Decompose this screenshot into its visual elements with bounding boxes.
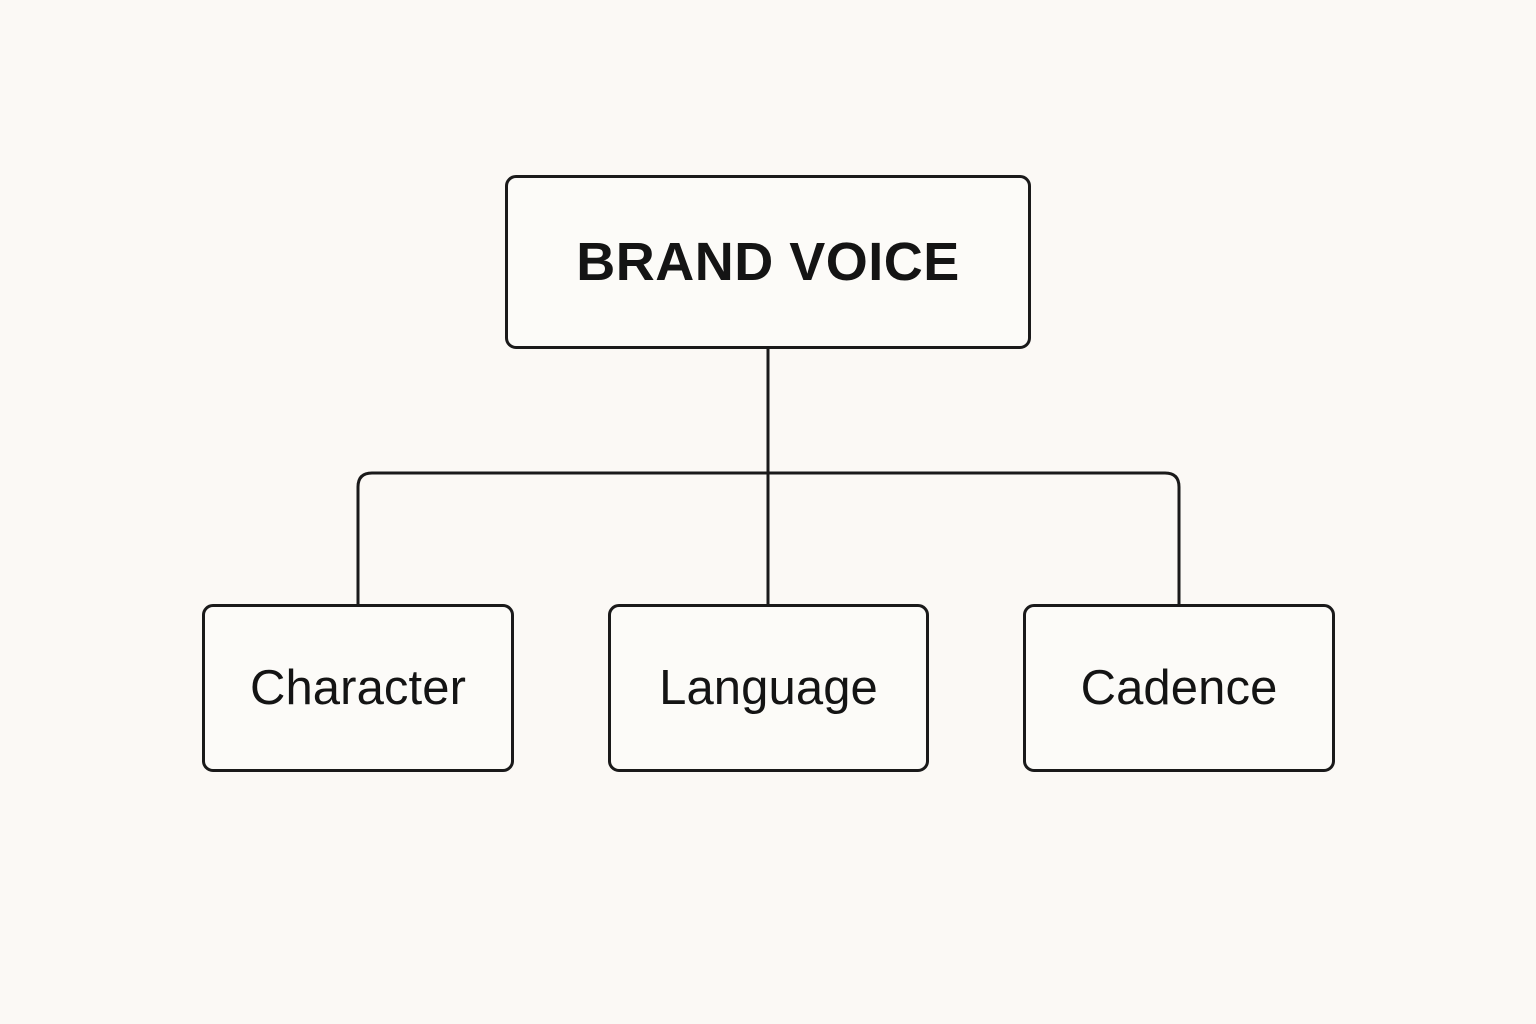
connector-bus-to-character	[356, 471, 768, 604]
node-character[interactable]: Character	[202, 604, 514, 772]
node-language[interactable]: Language	[608, 604, 929, 772]
node-brand-voice-label: BRAND VOICE	[576, 232, 960, 292]
node-cadence[interactable]: Cadence	[1023, 604, 1335, 772]
node-cadence-label: Cadence	[1080, 660, 1278, 715]
connector-bus-to-cadence	[768, 471, 1181, 604]
node-language-label: Language	[659, 660, 878, 715]
node-brand-voice[interactable]: BRAND VOICE	[505, 175, 1031, 349]
node-character-label: Character	[249, 660, 467, 715]
